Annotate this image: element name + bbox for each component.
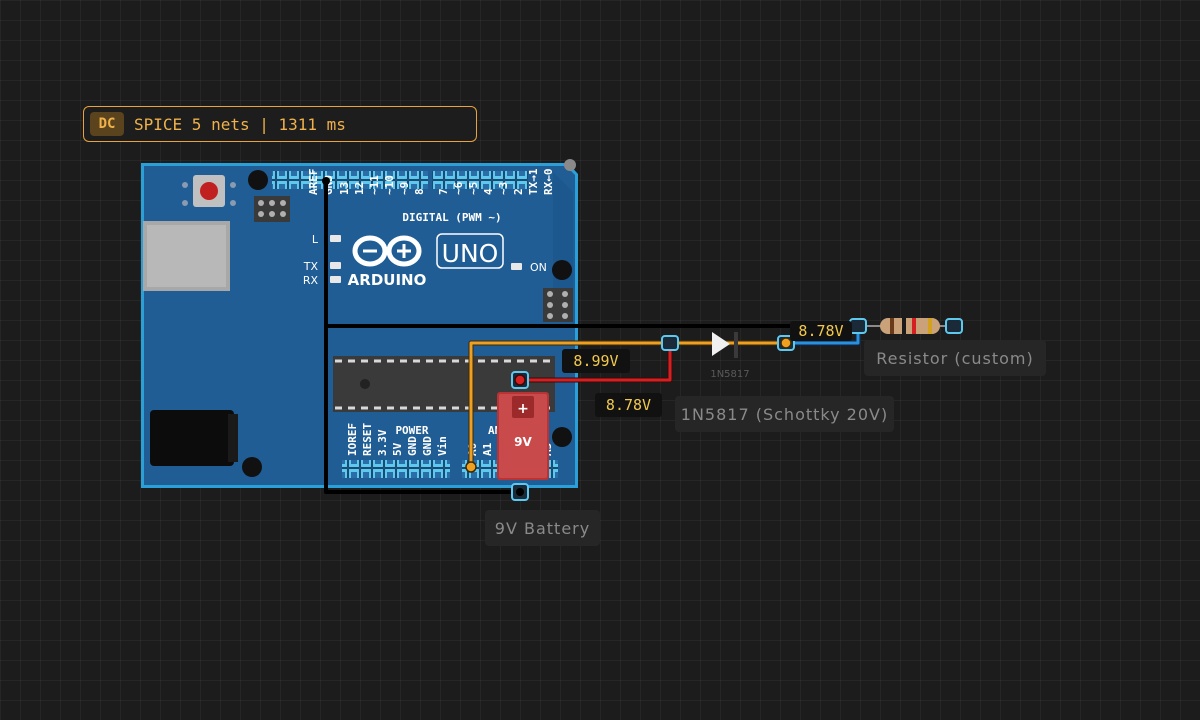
arduino-model: UNO xyxy=(442,239,499,268)
pin-label: 8 xyxy=(413,188,426,195)
led-on-label: ON xyxy=(530,261,547,274)
pin-label: GND xyxy=(406,436,419,456)
pin-label: 2 xyxy=(512,188,525,195)
simulation-status-bar: DC SPICE 5 nets | 1311 ms xyxy=(83,106,477,142)
wire-joints xyxy=(322,177,792,496)
resistor-label[interactable]: Resistor (custom) xyxy=(864,340,1046,376)
wires[interactable] xyxy=(324,181,954,494)
pin-label: AREF xyxy=(307,169,320,196)
pin-label: ~10 xyxy=(383,175,396,195)
pin-label: A1 xyxy=(481,442,494,456)
led-l-label: L xyxy=(312,233,319,246)
power-header[interactable] xyxy=(342,460,450,478)
pin-label: 7 xyxy=(437,188,450,195)
resistor-right-terminal xyxy=(945,318,963,334)
led-rx xyxy=(330,276,341,283)
digital-header[interactable] xyxy=(272,171,528,189)
battery-9v[interactable]: + 9V xyxy=(497,392,549,480)
pin-label: ~6 xyxy=(452,181,465,195)
pin-label: GND xyxy=(421,436,434,456)
battery-polarity: + xyxy=(517,401,529,417)
arduino-brand: ARDUINO xyxy=(348,271,427,289)
voltage-probe-diode: 8.78V xyxy=(595,393,662,417)
pin-label: 4 xyxy=(482,188,495,195)
battery-voltage: 9V xyxy=(514,435,532,449)
led-on xyxy=(511,263,522,270)
led-tx-label: TX xyxy=(303,260,319,273)
voltage-probe-battery: 8.99V xyxy=(562,349,630,373)
pin-label: RESET xyxy=(361,423,374,456)
pin-label: Vin xyxy=(436,436,449,456)
pin-label: 12 xyxy=(353,182,366,195)
usb-connector xyxy=(143,221,230,291)
led-l xyxy=(330,235,341,242)
wire-ground xyxy=(324,181,520,494)
voltage-probe-resistor: 8.78V xyxy=(790,321,852,341)
led-rx-label: RX xyxy=(303,274,319,287)
pin-label: RX←0 xyxy=(542,169,555,196)
pin-label: 13 xyxy=(338,182,351,195)
reset-button[interactable] xyxy=(182,175,236,207)
simulation-status-text: SPICE 5 nets | 1311 ms xyxy=(134,114,346,134)
board-corner-handle[interactable] xyxy=(564,159,576,171)
mounting-hole xyxy=(242,457,262,477)
pin-label: ~9 xyxy=(398,182,411,195)
battery-label[interactable]: 9V Battery xyxy=(485,510,600,546)
pin-label: ~3 xyxy=(497,182,510,195)
pin-label: TX→1 xyxy=(527,168,540,195)
diode-part-number: 1N5817 xyxy=(710,369,749,380)
resistor[interactable] xyxy=(880,318,940,334)
pin-label: IOREF xyxy=(346,423,359,456)
resistor-left-terminal xyxy=(849,318,867,334)
analysis-mode-badge: DC xyxy=(90,112,124,136)
mounting-hole xyxy=(552,260,572,280)
icsp-header-right xyxy=(543,288,573,322)
led-tx xyxy=(330,262,341,269)
digital-header-label: DIGITAL (PWM ~) xyxy=(402,211,501,224)
mounting-hole xyxy=(552,427,572,447)
dc-power-jack xyxy=(150,410,238,466)
pin-label: ~5 xyxy=(467,182,480,195)
diode-1n5817[interactable]: 1N5817 xyxy=(710,332,750,380)
diode-label[interactable]: 1N5817 (Schottky 20V) xyxy=(675,396,894,432)
pin-label: 5V xyxy=(391,442,404,456)
diode-anode-terminal xyxy=(661,335,679,351)
icsp-header-top xyxy=(254,196,290,222)
pin-label: ~11 xyxy=(368,175,381,195)
pin-label: 3.3V xyxy=(376,429,389,456)
power-header-label: POWER xyxy=(395,424,428,437)
uno-badge xyxy=(436,233,504,269)
arduino-logo-icon xyxy=(352,235,422,267)
mounting-hole xyxy=(248,170,268,190)
